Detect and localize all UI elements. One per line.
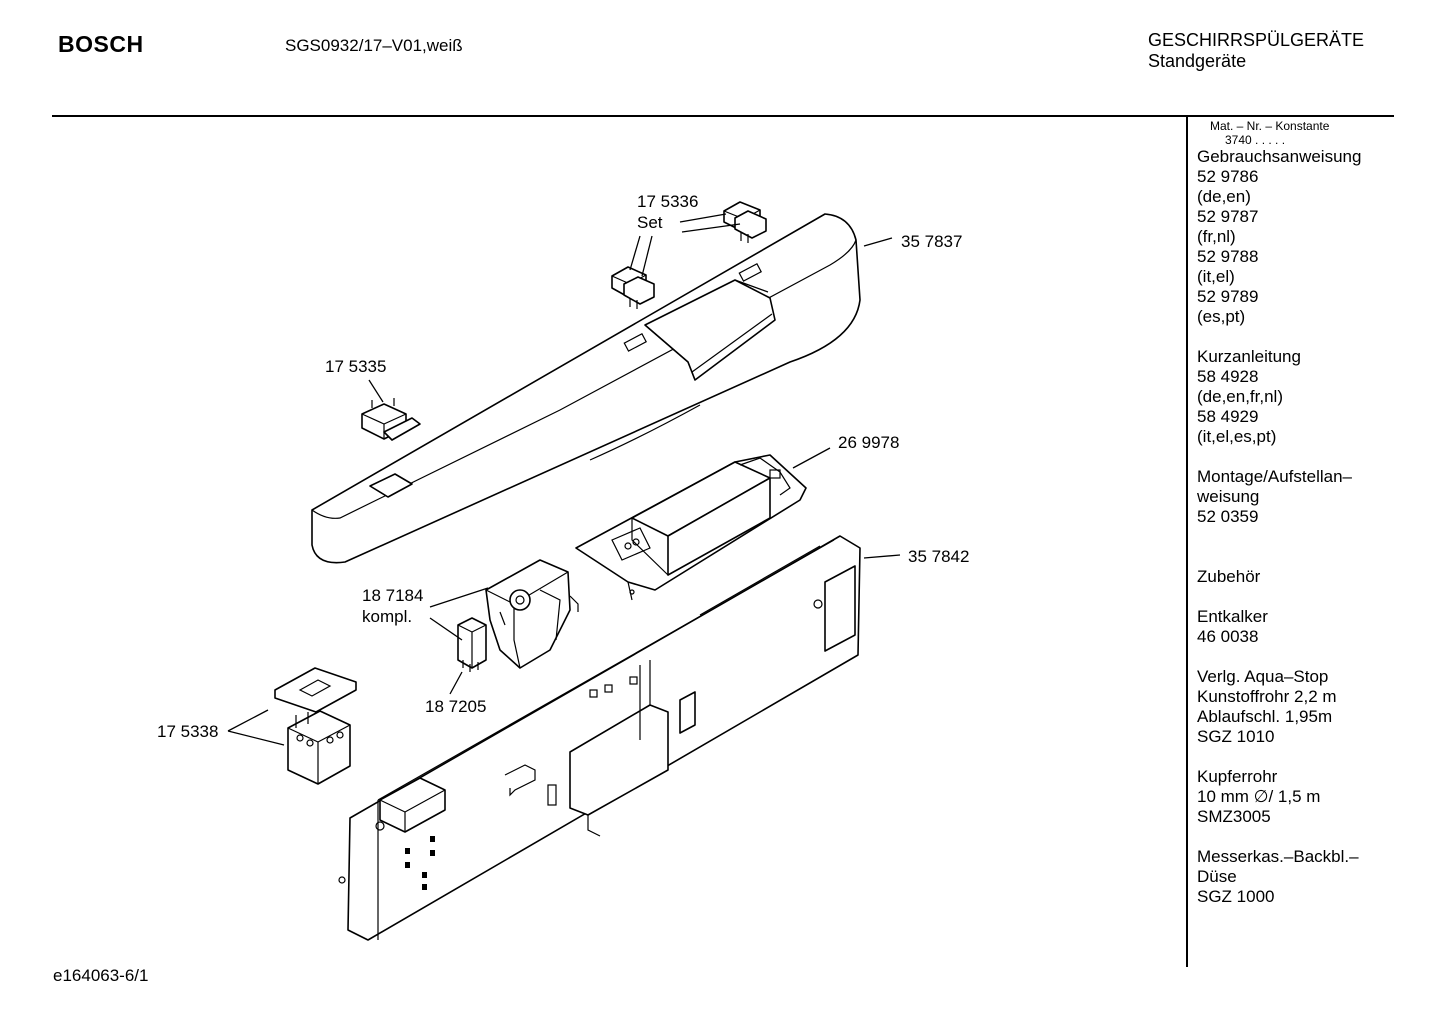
label-set: Set — [637, 213, 663, 232]
sidebar-line: 52 9788 — [1197, 247, 1259, 266]
base-frame — [338, 535, 861, 941]
sidebar-line: Zubehör — [1197, 567, 1261, 586]
sidebar-line: (de,en,fr,nl) — [1197, 387, 1283, 406]
button-set-upper — [723, 201, 767, 243]
sidebar-line — [1197, 527, 1392, 547]
sidebar-line: Messerkas.–Backbl.– — [1197, 847, 1359, 866]
sidebar-line — [1197, 647, 1392, 667]
label-269978: 26 9978 — [838, 433, 899, 452]
header-divider — [52, 115, 1394, 117]
sidebar-line: (es,pt) — [1197, 307, 1246, 326]
sidebar-line — [1197, 327, 1392, 347]
sidebar-line: (de,en) — [1197, 187, 1251, 206]
label-187184: 18 7184 — [362, 586, 423, 605]
sidebar-line: Kurzanleitung — [1197, 347, 1301, 366]
sidebar-line: Gebrauchsanweisung — [1197, 147, 1362, 166]
label-187205: 18 7205 — [425, 697, 486, 716]
sidebar-line: (fr,nl) — [1197, 227, 1236, 246]
sidebar-line: Entkalker — [1197, 607, 1268, 626]
button-set-lower — [611, 266, 655, 309]
sidebar-line — [1197, 827, 1392, 847]
sidebar-line: 52 9786 — [1197, 167, 1259, 186]
sidebar-line: 52 9789 — [1197, 287, 1259, 306]
sidebar-line — [1197, 547, 1392, 567]
sidebar-line: SGZ 1010 — [1197, 727, 1275, 746]
sidebar-line: weisung — [1197, 487, 1260, 506]
sidebar-lines: Gebrauchsanweisung 52 9786 (de,en) 52 97… — [1197, 147, 1392, 907]
sidebar-line: 10 mm ∅/ 1,5 m — [1197, 787, 1321, 806]
sidebar-line: Düse — [1197, 867, 1237, 886]
sidebar-line: 52 9787 — [1197, 207, 1259, 226]
label-175336: 17 5336 — [637, 192, 698, 211]
sidebar-line: SGZ 1000 — [1197, 887, 1275, 906]
parts-info-sidebar: Mat. – Nr. – Konstante 3740 . . . . . Ge… — [1197, 119, 1392, 907]
label-175338: 17 5338 — [157, 722, 218, 741]
sidebar-line: 46 0038 — [1197, 627, 1259, 646]
electronic-module — [575, 454, 807, 601]
microswitch — [457, 617, 487, 672]
door-switch-assembly — [485, 559, 579, 669]
control-panel-fascia — [311, 213, 861, 564]
sidebar-line: 58 4928 — [1197, 367, 1259, 386]
switch-cap — [361, 398, 421, 441]
sidebar-line — [1197, 587, 1392, 607]
brand-logo: BOSCH — [58, 31, 144, 57]
sidebar-line: SMZ3005 — [1197, 807, 1271, 826]
leader-lines — [227, 213, 901, 746]
sidebar-line: Montage/Aufstellan– — [1197, 467, 1352, 486]
material-number-constant: Mat. – Nr. – Konstante 3740 . . . . . — [1197, 119, 1392, 147]
sidebar-line: Verlg. Aqua–Stop — [1197, 667, 1329, 686]
sidebar-line: 58 4929 — [1197, 407, 1259, 426]
label-357842: 35 7842 — [908, 547, 969, 566]
category-title: GESCHIRRSPÜLGERÄTE — [1148, 30, 1365, 50]
matnr-label: Mat. – Nr. – Konstante — [1210, 119, 1330, 133]
program-switch — [274, 667, 357, 785]
sidebar-line — [1197, 747, 1392, 767]
sidebar-line: Ablaufschl. 1,95m — [1197, 707, 1333, 726]
matnr-value: 3740 . . . . . — [1225, 133, 1286, 147]
sidebar-line — [1197, 447, 1392, 467]
label-357837: 35 7837 — [901, 232, 962, 251]
model-number: SGS0932/17–V01,weiß — [285, 36, 463, 55]
drawing-code: e164063-6/1 — [53, 966, 149, 985]
label-kompl: kompl. — [362, 607, 412, 626]
sidebar-line: Kupferrohr — [1197, 767, 1278, 786]
sidebar-line: Kunstoffrohr 2,2 m — [1197, 687, 1337, 706]
appliance-category: GESCHIRRSPÜLGERÄTE Standgeräte — [1148, 30, 1364, 72]
category-subtitle: Standgeräte — [1148, 51, 1247, 71]
sidebar-line: 52 0359 — [1197, 507, 1259, 526]
sidebar-line: (it,el) — [1197, 267, 1235, 286]
sidebar-line: (it,el,es,pt) — [1197, 427, 1277, 446]
sidebar-divider — [1186, 117, 1188, 967]
label-175335: 17 5335 — [325, 357, 386, 376]
